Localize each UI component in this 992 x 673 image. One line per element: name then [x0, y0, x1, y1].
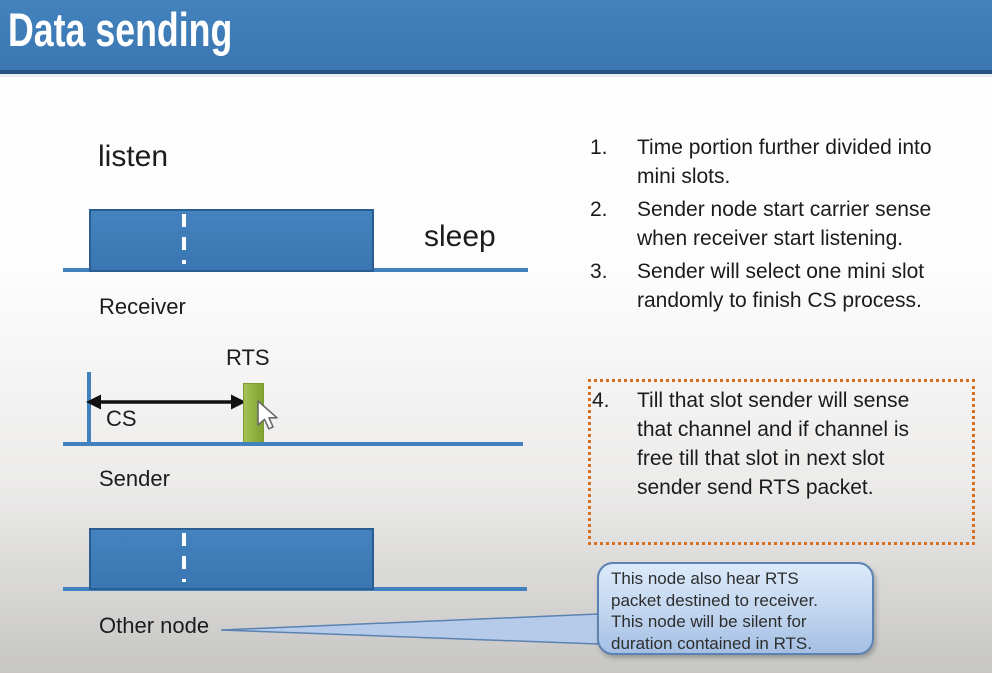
highlighted-note-box: 4. Till that slot sender will sense that… [588, 379, 975, 545]
callout-text: This node also hear RTS [611, 569, 799, 588]
list-item-text: Sender will select one mini slot randoml… [637, 260, 925, 312]
sleep-label: sleep [424, 220, 496, 253]
callout-text: This node will be silent for [611, 612, 807, 631]
receiver-listen-block [89, 209, 374, 272]
list-item-number: 2. [590, 198, 608, 221]
other-node-label: Other node [99, 613, 210, 638]
sender-label: Sender [99, 466, 170, 491]
callout-text: packet destined to receiver. [611, 590, 818, 610]
mini-slot-divider [182, 214, 186, 264]
sender-timeline [63, 442, 523, 446]
callout-text: duration contained in RTS. [611, 633, 812, 653]
list-item-text: Till that slot sender will sense that ch… [637, 389, 910, 499]
list-item-text: Time portion further divided into mini s… [637, 136, 932, 188]
header-underline [0, 74, 992, 77]
list-item-text: Sender node start carrier sense when rec… [637, 198, 932, 250]
rts-label: RTS [226, 345, 270, 370]
sender-start-tick [87, 372, 91, 445]
slide-header: Data sending [0, 0, 992, 74]
other-node-listen-block [89, 528, 374, 590]
cs-label: CS [106, 406, 137, 431]
mouse-cursor-icon [257, 400, 278, 430]
callout-bubble: This node also hear RTS packet destined … [597, 562, 874, 655]
receiver-label: Receiver [99, 294, 186, 319]
page-title: Data sending [8, 3, 233, 56]
list-item: 4. Till that slot sender will sense that… [592, 386, 972, 502]
listen-label: listen [98, 140, 169, 173]
mini-slot-divider [182, 533, 186, 582]
list-item: 2. Sender node start carrier sense when … [590, 195, 977, 253]
list-item: 1. Time portion further divided into min… [590, 133, 977, 191]
list-item-number: 4. [592, 389, 610, 412]
cs-duration-arrow [86, 394, 246, 410]
notes-list: 1. Time portion further divided into min… [590, 133, 977, 319]
list-item: 3. Sender will select one mini slot rand… [590, 257, 977, 315]
list-item-number: 1. [590, 136, 608, 159]
list-item-number: 3. [590, 260, 608, 283]
callout-tail [220, 613, 599, 645]
